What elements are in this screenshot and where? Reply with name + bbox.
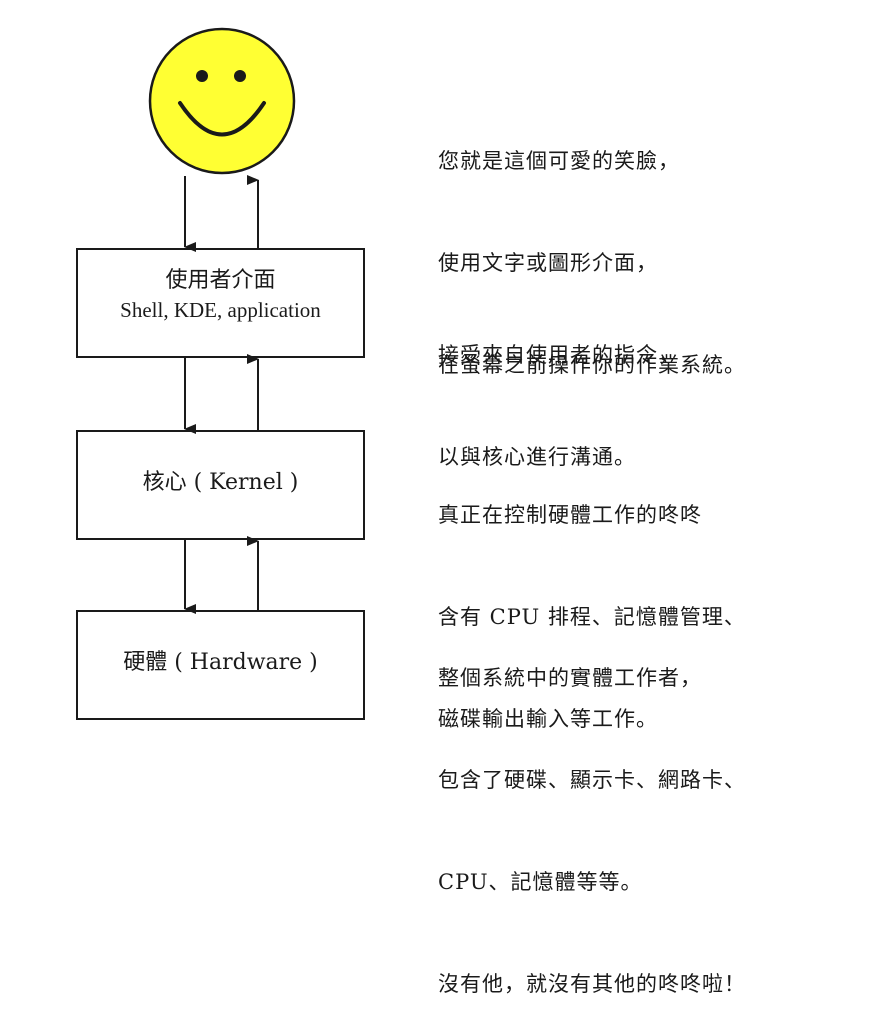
description-line: CPU、記憶體等等。 (438, 870, 643, 894)
description-line: 包含了硬碟、顯示卡、網路卡、 (438, 768, 746, 792)
description-line: 磁碟輸出輸入等工作。 (438, 707, 658, 731)
user-interface-label: 使用者介面 Shell, KDE, application (77, 266, 364, 324)
hardware-label: 硬體 ( Hardware ) (77, 648, 364, 678)
user-interface-title: 使用者介面 (165, 268, 276, 293)
description-line: 接受來自使用者的指令， (438, 343, 680, 367)
user-description: 您就是這個可愛的笑臉， 使用文字或圖形介面， 在螢幕之前操作你的作業系統。 (438, 76, 746, 416)
description-line: 整個系統中的實體工作者， (438, 666, 702, 690)
hardware-title: 硬體 ( Hardware ) (123, 650, 318, 675)
user-interface-description: 接受來自使用者的指令， 以與核心進行溝通。 (438, 270, 680, 508)
user-interface-subtitle: Shell, KDE, application (120, 297, 321, 322)
hardware-box (76, 610, 365, 720)
description-line: 含有 CPU 排程、記憶體管理、 (438, 605, 746, 629)
smiley-face-icon (148, 27, 296, 175)
kernel-title: 核心 ( Kernel ) (142, 470, 299, 495)
description-line: 您就是這個可愛的笑臉， (438, 149, 680, 173)
description-line: 以與核心進行溝通。 (438, 445, 636, 469)
kernel-description: 真正在控制硬體工作的咚咚 含有 CPU 排程、記憶體管理、 磁碟輸出輸入等工作。 (438, 430, 746, 770)
hardware-description: 整個系統中的實體工作者， 包含了硬碟、顯示卡、網路卡、 CPU、記憶體等等。 沒… (438, 593, 746, 1035)
layer-diagram (76, 27, 365, 720)
description-line: 在螢幕之前操作你的作業系統。 (438, 353, 746, 377)
user-interface-box (76, 248, 365, 358)
description-line: 真正在控制硬體工作的咚咚 (438, 503, 702, 527)
kernel-label: 核心 ( Kernel ) (77, 468, 364, 498)
description-line: 使用文字或圖形介面， (438, 251, 658, 275)
description-line: 沒有他，就沒有其他的咚咚啦！ (438, 972, 746, 996)
kernel-box (76, 430, 365, 540)
